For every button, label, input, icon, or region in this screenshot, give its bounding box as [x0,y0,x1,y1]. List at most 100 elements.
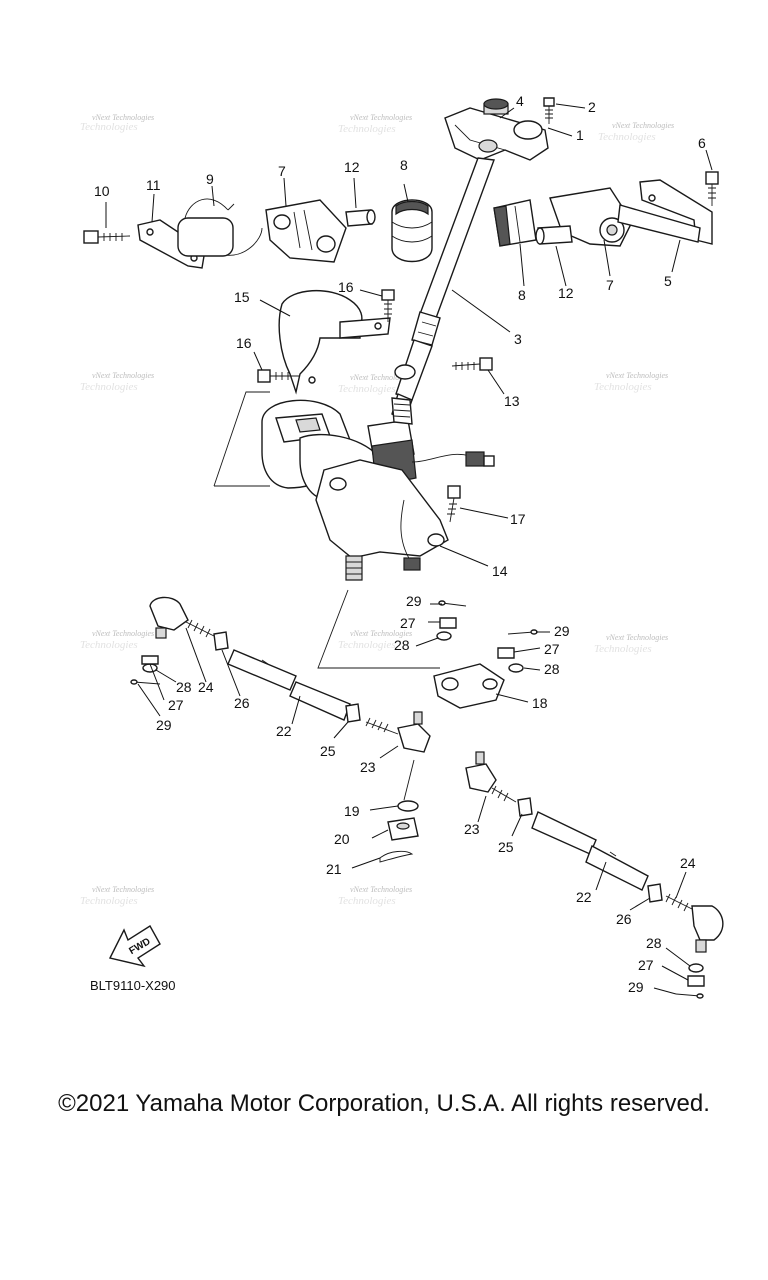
bolt-10 [83,230,131,244]
watermark: Technologies [338,123,396,135]
nut-27-left [141,655,159,665]
cover-15 [278,290,391,395]
watermark: Technologies [338,895,396,907]
nut-26-right [647,883,663,903]
callout-12: 12 [344,159,360,175]
watermark: Technologies [338,639,396,651]
callout-21: 21 [326,861,342,877]
watermark: vNext Technologies [612,121,674,130]
callout-28: 28 [394,637,410,653]
rod-22-left [227,649,351,721]
watermark: vNext Technologies [350,113,412,122]
washer-28-center-left [436,631,452,641]
watermark: vNext Technologies [350,885,412,894]
pin-29-left [130,679,161,685]
bushing-8-left [391,199,433,263]
pin-29-center-right [507,629,538,635]
pin-29-center-left [438,600,467,607]
nut-27-center-right [497,647,515,659]
tie-rod-end-23-right [465,751,517,803]
bracket-5 [617,179,713,245]
callout-24: 24 [198,679,214,695]
callout-23: 23 [360,759,376,775]
callout-29: 29 [406,593,422,609]
bolt-16-upper [381,289,395,322]
callout-4: 4 [516,93,524,109]
watermark: vNext Technologies [92,629,154,638]
bushing-8-right [493,199,537,247]
fwd-arrow: FWD [108,925,161,968]
watermark: Technologies [594,381,652,393]
callout-20: 20 [334,831,350,847]
callout-1: 1 [576,127,584,143]
washer-28-right [688,963,704,973]
watermark: vNext Technologies [606,633,668,642]
callout-24: 24 [680,855,696,871]
callout-6: 6 [698,135,706,151]
watermark: Technologies [80,121,138,133]
callout-15: 15 [234,289,250,305]
copyright-notice: ©2021 Yamaha Motor Corporation, U.S.A. A… [58,1090,710,1117]
pin-29-right [675,993,704,999]
sleeve-12-right [535,225,573,245]
diagram-code: BLT9110-X290 [90,978,176,993]
callout-3: 3 [514,331,522,347]
rod-22-right [531,811,649,891]
tie-rod-end-24-left [149,596,215,639]
callout-8: 8 [518,287,526,303]
tie-rod-end-23-left [365,711,431,753]
column-bracket [444,97,555,161]
clamp-7-left [265,199,347,263]
watermark: vNext Technologies [606,371,668,380]
callout-22: 22 [576,889,592,905]
sleeve-12-left [345,209,376,227]
callout-16: 16 [236,335,252,351]
watermarks: Technologies vNext Technologies vNext Te… [80,113,674,907]
watermark: Technologies [80,639,138,651]
callout-18: 18 [532,695,548,711]
callout-28: 28 [176,679,192,695]
callout-29: 29 [156,717,172,733]
washer-19 [397,800,419,812]
callout-26: 26 [234,695,250,711]
watermark: vNext Technologies [350,629,412,638]
eps-unit-14 [213,391,495,581]
callout-22: 22 [276,723,292,739]
assembly-line [317,589,440,669]
callout-2: 2 [588,99,596,115]
callout-14: 14 [492,563,508,579]
callout-8: 8 [400,157,408,173]
callout-5: 5 [664,273,672,289]
watermark: Technologies [594,643,652,655]
parts: FWD [83,97,724,999]
nut-27-center-left [439,617,457,629]
callout-27: 27 [168,697,184,713]
callout-13: 13 [504,393,520,409]
watermark: vNext Technologies [92,885,154,894]
callout-7: 7 [606,277,614,293]
callout-23: 23 [464,821,480,837]
callout-26: 26 [616,911,632,927]
callout-16: 16 [338,279,354,295]
callout-10: 10 [94,183,110,199]
watermark: vNext Technologies [92,113,154,122]
arm-18 [433,663,505,709]
watermark: Technologies [80,895,138,907]
bolt-6 [705,171,719,206]
callout-27: 27 [638,957,654,973]
bolt-16-lower [257,369,300,383]
callout-25: 25 [320,743,336,759]
nut-26-left [213,631,229,651]
washer-28-center-right [508,663,524,673]
callout-9: 9 [206,171,214,187]
callout-27: 27 [544,641,560,657]
watermark: Technologies [338,383,396,395]
callout-7: 7 [278,163,286,179]
watermark: Technologies [80,381,138,393]
leader-lines [105,103,713,995]
bolt-17 [447,485,461,523]
pin-21 [379,850,414,863]
bolt-13 [451,357,493,371]
callout-28: 28 [646,935,662,951]
